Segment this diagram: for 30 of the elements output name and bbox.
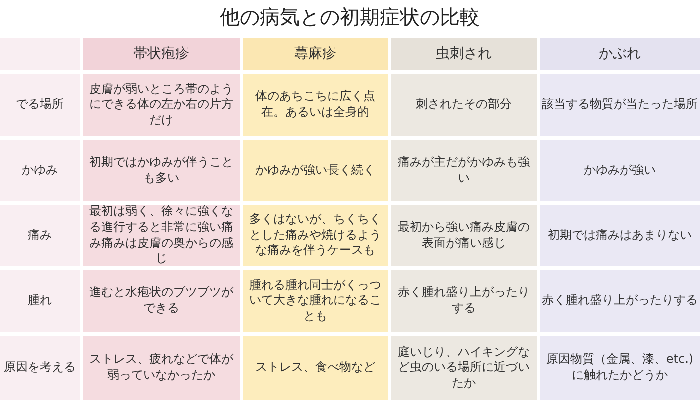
table-cell-text: 多くはないが、ちくちくとした痛みや焼けるような痛みを伴うケースも	[243, 205, 388, 266]
column-header: 虫刺され	[391, 38, 537, 70]
row-header: 腫れ	[0, 270, 80, 332]
row-header: 痛み	[0, 205, 80, 266]
table-cell-text: 腫れる腫れ同士がくっついて大きな腫れになることも	[243, 270, 388, 332]
row-header: でる場所	[0, 74, 80, 136]
table-cell-text: ストレス、食べ物など	[243, 336, 388, 400]
row-header: かゆみ	[0, 140, 80, 201]
table-cell-text: 初期では痛みはあまりない	[540, 205, 700, 266]
table-cell-text: 原因物質（金属、漆、etc.)に触れたかどうか	[540, 336, 700, 400]
table-cell-text: 最初は弱く、徐々に強くなる進行すると非常に強い痛み痛みは皮膚の奥からの感じ	[83, 205, 240, 266]
title: 他の病気との初期症状の比較	[219, 4, 481, 31]
column-header: かぶれ	[540, 38, 700, 70]
table-cell-text: 皮膚が弱いところ帯のようにできる体の左か右の片方だけ	[83, 74, 240, 136]
column-header: 帯状疱疹	[83, 38, 240, 70]
column-header: 蕁麻疹	[243, 38, 388, 70]
table-cell-text: 初期ではかゆみが伴うことも多い	[83, 140, 240, 201]
table-cell-text: 該当する物質が当たった場所	[540, 74, 700, 136]
table-cell-text: 刺されたその部分	[391, 74, 537, 136]
table-cell-text: 最初から強い痛み皮膚の表面が痛い感じ	[391, 205, 537, 266]
table-cell-text: ストレス、疲れなどで体が弱っていなかったか	[83, 336, 240, 400]
table-cell-text: 庭いじり、ハイキングなど虫のいる場所に近づいたか	[391, 336, 537, 400]
table-cell-text: 赤く腫れ盛り上がったりする	[540, 270, 700, 332]
table-cell-text: 体のあちこちに広く点在。あるいは全身的	[243, 74, 388, 136]
table-cell-text: 痛みが主だがかゆみも強い	[391, 140, 537, 201]
row-header: 原因を考える	[0, 336, 80, 400]
table-cell-text: 赤く腫れ盛り上がったりする	[391, 270, 537, 332]
table-cell-text: 進むと水疱状のブツブツができる	[83, 270, 240, 332]
table-cell-text: かゆみが強い長く続く	[243, 140, 388, 201]
table-cell-text: かゆみが強い	[540, 140, 700, 201]
